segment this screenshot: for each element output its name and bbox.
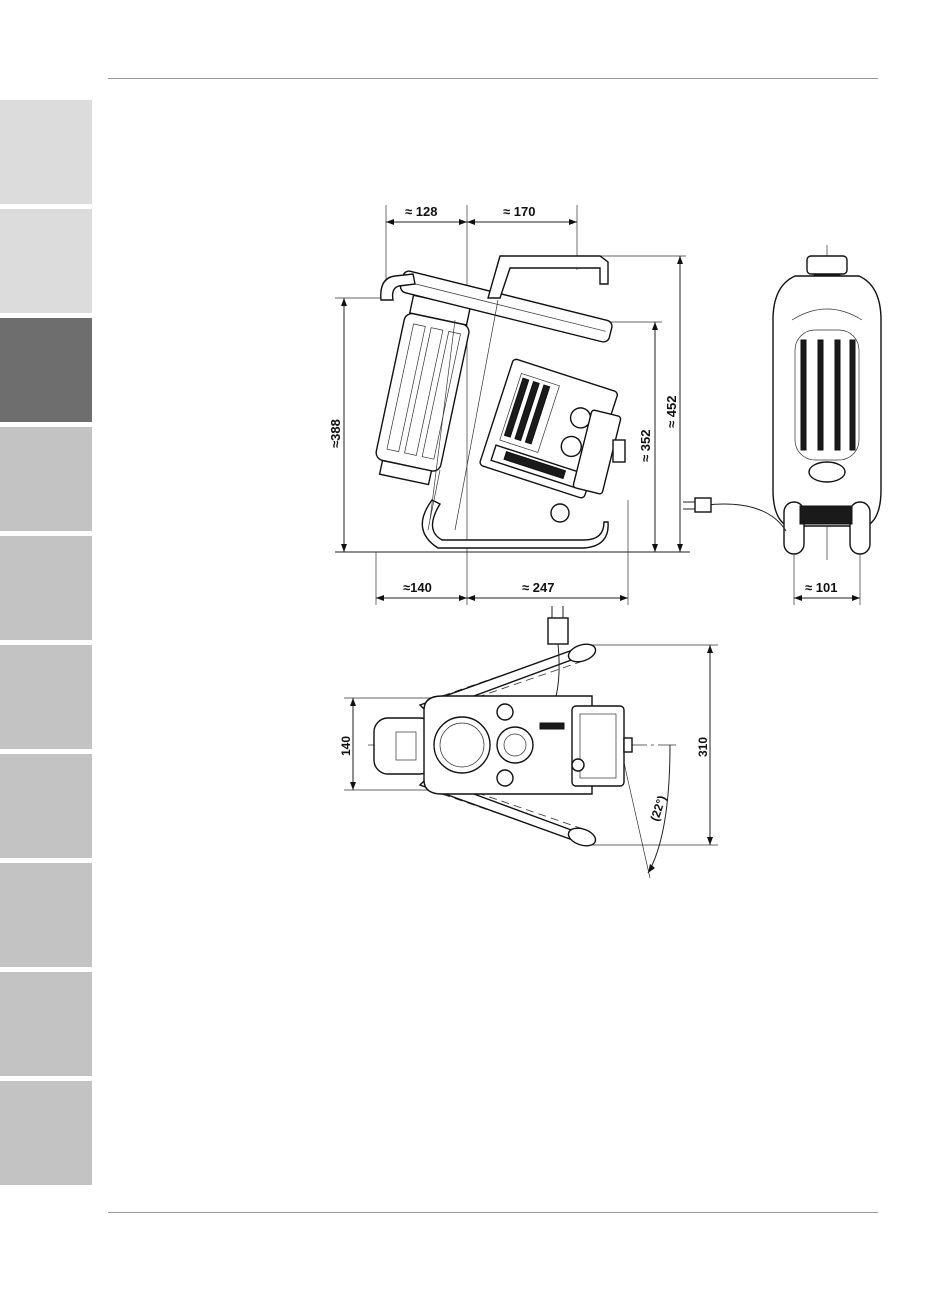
side-view: ≈ 128 ≈ 170 ≈140 ≈ 247 ≈388 ≈ 352 ≈ 452: [328, 204, 690, 605]
dim-total-height: ≈ 452: [664, 396, 679, 428]
dim-bottom-left: ≈140: [403, 580, 432, 595]
dim-top-left: ≈ 128: [405, 204, 437, 219]
dim-front-width: ≈ 101: [805, 580, 837, 595]
dim-top-view-length: 310: [696, 737, 710, 757]
dim-inner-height: ≈ 352: [638, 430, 653, 462]
top-view: 140 310 (22°): [339, 606, 718, 878]
front-view: ≈ 101: [683, 245, 881, 605]
dim-top-view-angle: (22°): [648, 794, 669, 823]
dim-left-height: ≈388: [328, 419, 343, 448]
dim-top-view-width: 140: [339, 736, 353, 756]
dim-top-right: ≈ 170: [503, 204, 535, 219]
dim-bottom-right: ≈ 247: [522, 580, 554, 595]
